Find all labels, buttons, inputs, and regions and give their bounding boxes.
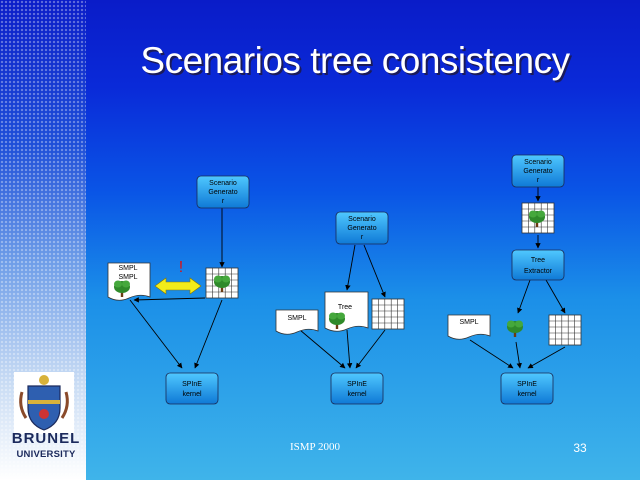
group1: Scenario Generato r SMPL SMPL ! bbox=[107, 175, 250, 405]
g3-scenario-generator-node[interactable] bbox=[511, 154, 565, 188]
g3-kernel-line2: kernel bbox=[517, 391, 537, 398]
g2-tree-document bbox=[324, 291, 369, 332]
brunel-university-logo: BRUNEL UNIVERSITY bbox=[8, 372, 79, 468]
g2-kernel-line2: kernel bbox=[347, 391, 367, 398]
g3-extractor-line2: Extractor bbox=[524, 268, 553, 275]
logo-line2: UNIVERSITY bbox=[16, 449, 76, 460]
g2-arrow-tree-to-kernel bbox=[346, 329, 353, 369]
g3-tree-extractor-node[interactable] bbox=[511, 249, 565, 281]
g3-arrow-smpl-to-kernel bbox=[469, 339, 514, 369]
logo-line1: BRUNEL bbox=[11, 430, 81, 447]
g3-generator-line2: Generato bbox=[523, 168, 552, 175]
g1-arrow-smpl-to-kernel bbox=[129, 299, 183, 369]
g2-smpl-label: SMPL bbox=[287, 315, 306, 322]
g2-generator-line3: r bbox=[361, 234, 364, 241]
g3-arrow-extractor-to-tree bbox=[517, 279, 531, 314]
g3-arrow-extractor-to-grid bbox=[545, 279, 566, 314]
g1-smpl-label1: SMPL bbox=[118, 265, 137, 272]
footer-conference: ISMP 2000 bbox=[289, 441, 341, 453]
g2-scenario-generator-node[interactable] bbox=[335, 211, 389, 245]
g3-result-grid bbox=[548, 314, 582, 346]
g3-generator-line3: r bbox=[537, 177, 540, 184]
g1-conflict-mark: ! bbox=[179, 259, 183, 276]
g3-scenario-grid bbox=[521, 202, 555, 234]
g2-generator-line2: Generato bbox=[347, 225, 376, 232]
group2: Scenario Generato r SMPL Tree SPInE k bbox=[275, 211, 405, 405]
g3-generator-line1: Scenario bbox=[524, 159, 552, 166]
g1-smpl-label2: SMPL bbox=[118, 274, 137, 281]
g1-spine-kernel-node[interactable] bbox=[165, 372, 219, 405]
g1-generator-line2: Generato bbox=[208, 189, 237, 196]
g2-scenario-grid bbox=[371, 298, 405, 330]
g1-scenario-grid bbox=[205, 267, 239, 299]
slide-number: 33 bbox=[573, 441, 587, 455]
g1-conflict-double-arrow bbox=[154, 277, 202, 295]
g1-kernel-line2: kernel bbox=[182, 391, 202, 398]
group3: Scenario Generato r Tree Extractor SMPL bbox=[447, 154, 582, 405]
g2-arrow-generator-to-grid bbox=[363, 244, 386, 298]
g1-arrow-grid-to-kernel bbox=[194, 299, 223, 369]
g3-smpl-label: SMPL bbox=[459, 319, 478, 326]
g1-generator-line3: r bbox=[222, 198, 225, 205]
g2-smpl-document bbox=[275, 309, 319, 335]
g1-kernel-line1: SPInE bbox=[182, 381, 202, 388]
g3-spine-kernel-node[interactable] bbox=[500, 372, 554, 405]
g2-generator-line1: Scenario bbox=[348, 216, 376, 223]
g3-arrow-grid-to-kernel bbox=[527, 346, 566, 369]
g1-generator-line1: Scenario bbox=[209, 180, 237, 187]
g1-arrow-grid-to-smpl bbox=[133, 297, 206, 303]
g1-scenario-generator-node[interactable] bbox=[196, 175, 250, 209]
slide-title: Scenarios tree consistency bbox=[140, 40, 570, 81]
g2-tree-label: Tree bbox=[338, 304, 352, 311]
g2-arrow-generator-to-tree bbox=[345, 244, 356, 291]
g3-tree-icon bbox=[507, 320, 523, 337]
g2-arrow-smpl-to-kernel bbox=[299, 329, 346, 369]
g2-kernel-line1: SPInE bbox=[347, 381, 367, 388]
g3-arrow-tree-to-kernel bbox=[515, 341, 522, 369]
g2-arrow-grid-to-kernel bbox=[355, 329, 386, 369]
g3-kernel-line1: SPInE bbox=[517, 381, 537, 388]
crest-icon bbox=[14, 372, 74, 434]
g2-spine-kernel-node[interactable] bbox=[330, 372, 384, 405]
g3-smpl-document bbox=[447, 314, 491, 340]
g3-extractor-line1: Tree bbox=[531, 257, 545, 264]
